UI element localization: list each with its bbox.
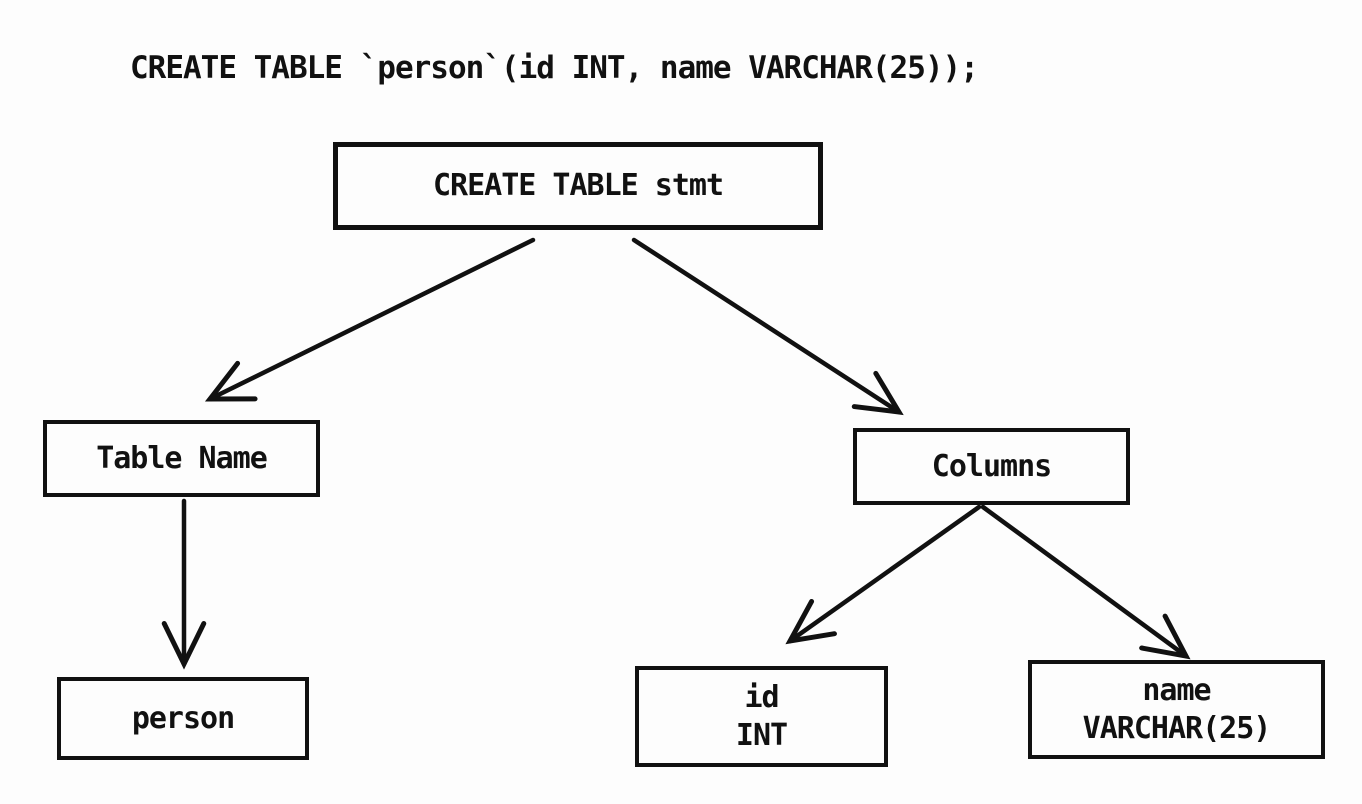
node-id-int: id INT <box>635 666 888 767</box>
node-create-table-stmt: CREATE TABLE stmt <box>333 142 823 230</box>
node-name-varchar-line2: VARCHAR(25) <box>1082 710 1272 746</box>
node-person: person <box>57 677 309 760</box>
edge-stmt-to-table-name <box>204 237 536 402</box>
node-create-table-stmt-label: CREATE TABLE stmt <box>432 168 724 204</box>
node-columns-label: Columns <box>931 448 1052 484</box>
node-id-int-line2: INT <box>735 717 788 753</box>
sql-statement-text: CREATE TABLE `person`(id INT, name VARCH… <box>130 50 979 86</box>
node-id-int-line1: id <box>744 680 779 715</box>
edge-stmt-to-columns <box>631 237 904 416</box>
node-person-label: person <box>131 700 235 736</box>
node-name-varchar: name VARCHAR(25) <box>1028 660 1325 759</box>
node-table-name-label: Table Name <box>96 440 268 476</box>
edge-columns-to-id <box>785 504 982 645</box>
node-name-varchar-line1: name <box>1142 673 1211 708</box>
edge-columns-to-name <box>980 504 1191 660</box>
node-columns: Columns <box>853 428 1130 505</box>
node-table-name: Table Name <box>43 420 320 497</box>
